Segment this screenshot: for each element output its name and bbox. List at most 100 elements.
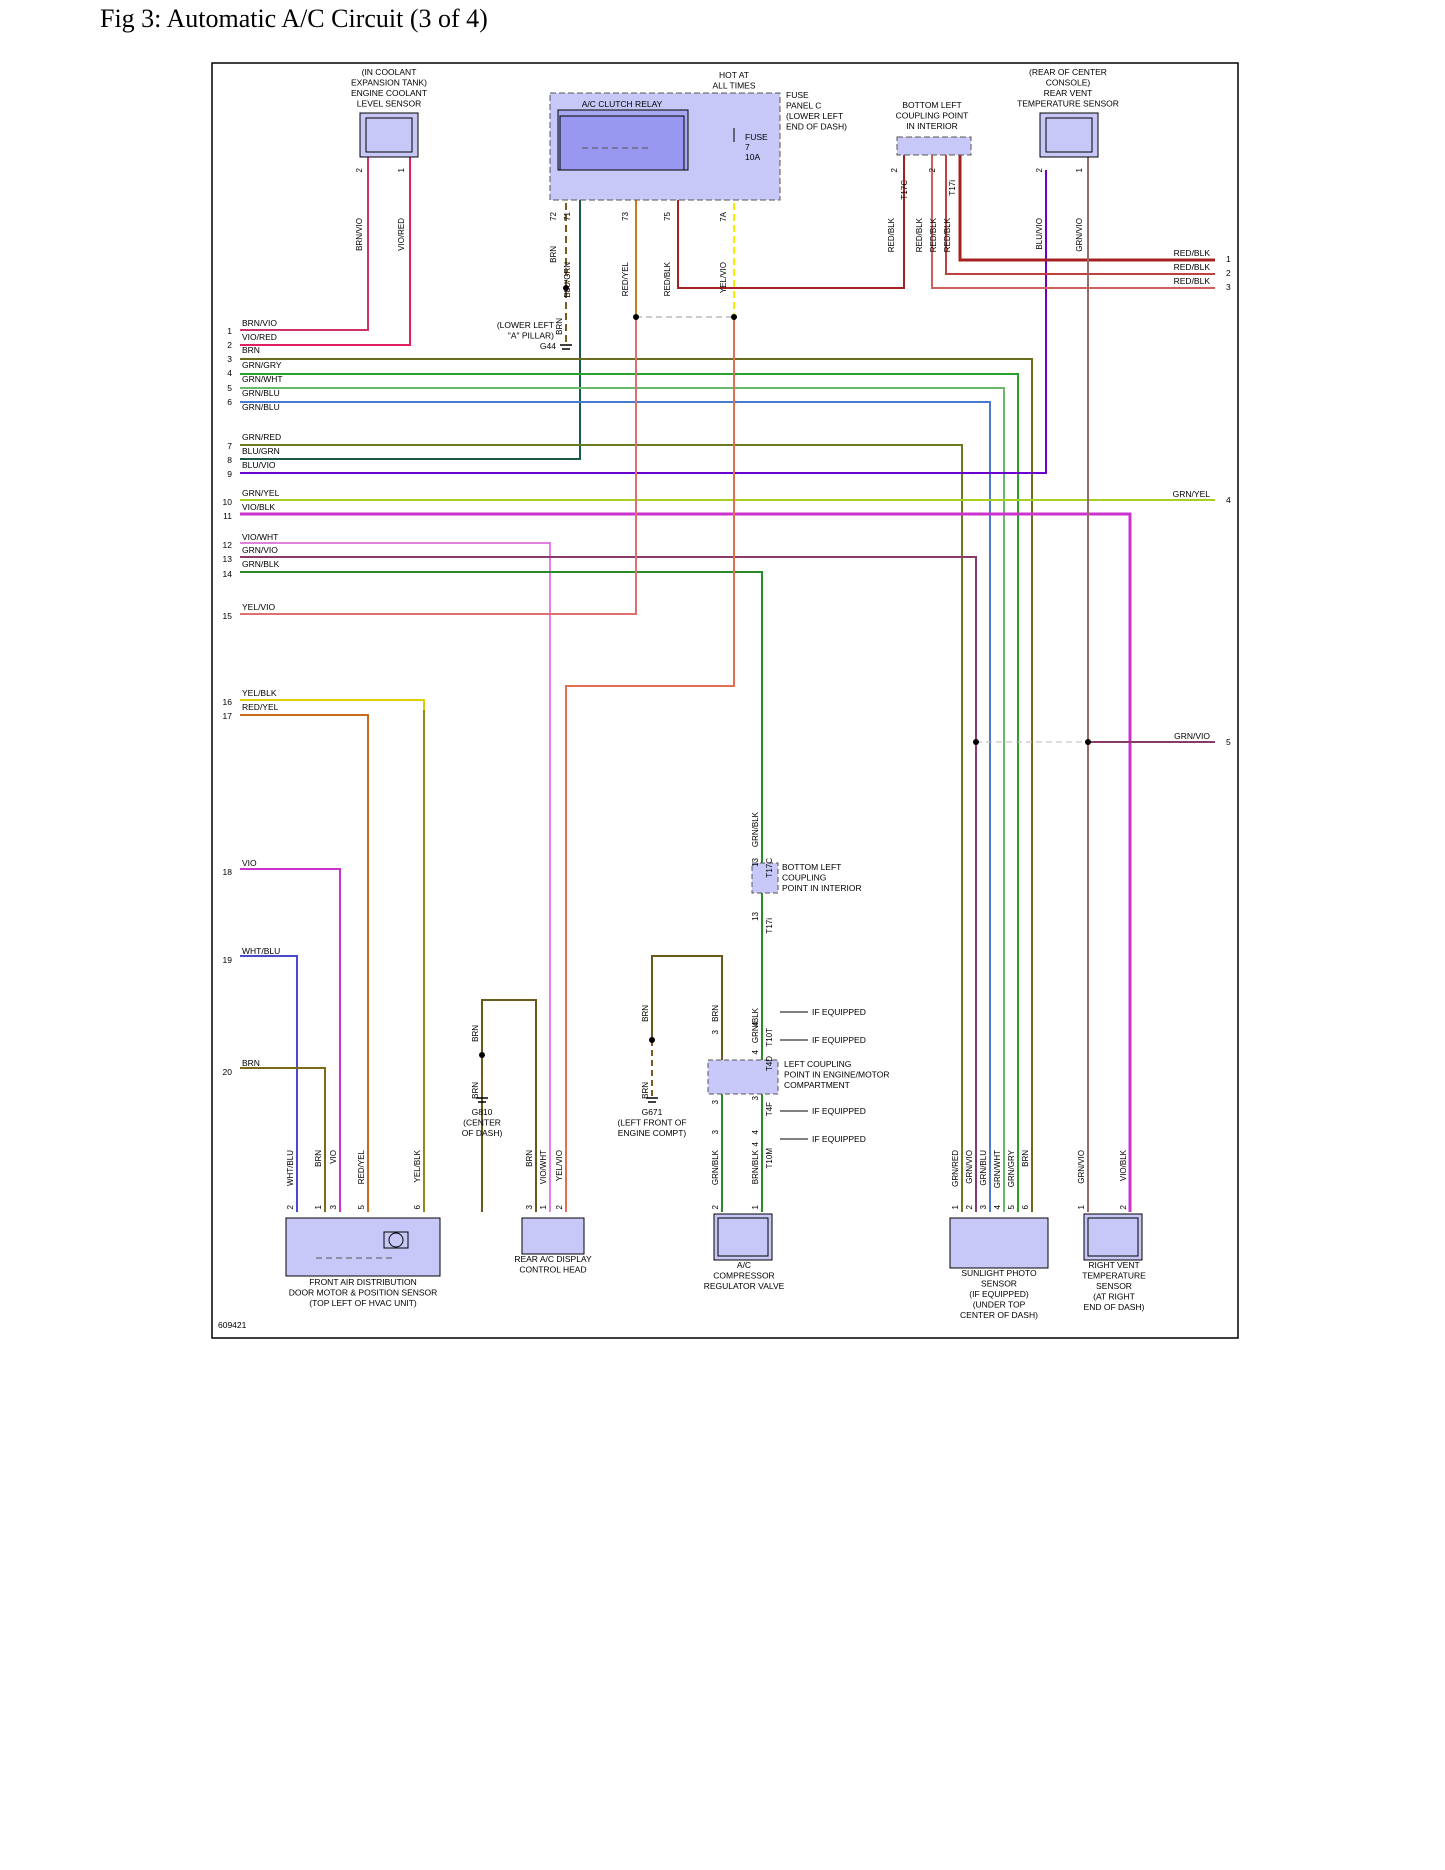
pin-number: 3 (979, 1204, 988, 1209)
pin-number: 2 (711, 1204, 720, 1209)
connector-id: T17C (900, 180, 909, 200)
coupling-top-box (896, 136, 972, 156)
wire-grn-vio (240, 556, 977, 1212)
wire-number: 2 (227, 340, 232, 350)
pin-number: 5 (357, 1204, 366, 1209)
wire-number: 1 (227, 326, 232, 336)
pin-number: 13 (751, 857, 760, 866)
wire-number: 3 (1226, 282, 1231, 292)
wire-label: RED/BLK (1174, 248, 1211, 258)
wire-label: VIO/WHT (242, 532, 278, 542)
rear-vent-sensor-box (1039, 112, 1099, 158)
pin-number: 1 (1077, 1204, 1086, 1209)
wire-label: YEL/VIO (242, 602, 275, 612)
wire-color-label: BLU/VIO (1035, 218, 1044, 250)
pin-number: 1 (314, 1204, 323, 1209)
wire-color-label: BRN (1021, 1150, 1030, 1167)
wire-number: 1 (1226, 254, 1231, 264)
wire-number: 13 (223, 554, 233, 564)
wire-label: BRN (242, 1058, 260, 1068)
wire-number: 17 (223, 711, 233, 721)
wire-label: GRN/GRY (242, 360, 282, 370)
pin-number: 4 (751, 1021, 760, 1026)
wire-color-label: YEL/VIO (555, 1150, 564, 1181)
wire-number: 20 (223, 1067, 233, 1077)
connector-id: T17C (765, 858, 774, 878)
wire-color-label: RED/BLK (915, 217, 924, 252)
wire-label: BLU/VIO (242, 460, 276, 470)
pin-number: 4 (751, 1049, 760, 1054)
pin-number: 1 (539, 1204, 548, 1209)
wire-vio-red (240, 150, 411, 346)
wire-color-label: BRN (711, 1005, 720, 1022)
wire-color-label: BRN (555, 318, 564, 335)
if-equipped-label: IF EQUIPPED (812, 1134, 866, 1144)
pin-number: 2 (286, 1204, 295, 1209)
wire-vio-blk (240, 512, 1132, 1212)
wire-number: 3 (227, 354, 232, 364)
wire-color-label: RED/YEL (621, 261, 630, 296)
wire-color-label: BRN/VIO (355, 218, 364, 251)
wire-label: WHT/BLU (242, 946, 280, 956)
wire-color-label: GRN/VIO (965, 1150, 974, 1184)
pin-number: 73 (621, 211, 630, 220)
wire-yel-vio-down (565, 317, 735, 1212)
page-title: Fig 3: Automatic A/C Circuit (3 of 4) (100, 4, 488, 33)
if-equipped-label: IF EQUIPPED (812, 1007, 866, 1017)
wire-color-label: GRN/BLK (751, 811, 760, 847)
ground-symbols (476, 344, 658, 1103)
wire-color-label: RED/BLK (929, 217, 938, 252)
wire-grn-red (240, 444, 963, 1212)
rear-vent-sensor-inner (1045, 117, 1093, 153)
wire-grn-gry (240, 358, 1033, 1212)
coupling-mid-box (751, 862, 779, 894)
wire-brn-g810 (481, 999, 537, 1212)
wire-label: GRN/WHT (242, 374, 283, 384)
wire-blu-grn (240, 170, 581, 460)
wire-vio-wht (240, 542, 551, 1212)
wire-vio (240, 868, 341, 1212)
wire-color-label: GRN/VIO (1077, 1150, 1086, 1184)
pin-number: 1 (1075, 167, 1084, 172)
wire-label: BRN (242, 345, 260, 355)
pin-number: 4 (751, 1129, 760, 1134)
wire-label: GRN/RED (242, 432, 281, 442)
wire-number: 6 (227, 397, 232, 407)
pin-number: 2 (965, 1204, 974, 1209)
compressor-box (713, 1213, 773, 1261)
wire-number: 14 (223, 569, 233, 579)
wire-label: GRN/BLK (242, 559, 280, 569)
pin-number: 1 (951, 1204, 960, 1209)
wire-color-label: BRN (471, 1082, 480, 1099)
pin-number: 4 (751, 1141, 760, 1146)
connector-id: T10T (765, 1028, 774, 1047)
wire-yel-vio (240, 317, 637, 615)
pin-number: 3 (329, 1204, 338, 1209)
pin-number: 4 (993, 1204, 1002, 1209)
wire-color-label: GRN/RED (951, 1150, 960, 1187)
front-air-box (285, 1217, 441, 1277)
figure-id: 609421 (218, 1320, 247, 1330)
wire-color-label: GRN/VIO (1075, 218, 1084, 252)
wire-color-label: BRN (549, 246, 558, 263)
pin-number: 75 (663, 211, 672, 220)
pin-number: 5 (1007, 1204, 1016, 1209)
wire-number: 5 (1226, 737, 1231, 747)
wire-label: VIO (242, 858, 257, 868)
wire-label: RED/BLK (1174, 262, 1211, 272)
compressor-inner (717, 1217, 769, 1257)
relay-label: A/C CLUTCH RELAY (582, 99, 663, 109)
if-equipped-label: IF EQUIPPED (812, 1035, 866, 1045)
coolant-sensor-box (359, 112, 419, 158)
wire-color-label: RED/BLK (943, 217, 952, 252)
wire-number: 7 (227, 441, 232, 451)
wire-color-label: VIO/WHT (539, 1150, 548, 1184)
